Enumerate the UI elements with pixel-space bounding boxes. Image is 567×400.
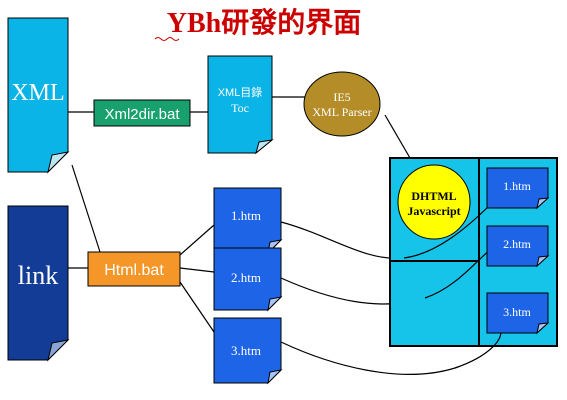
html-bat-label: Html.bat	[104, 262, 164, 279]
link-document-label: link	[18, 261, 58, 290]
xml-parser-ellipse: IE5 XML Parser	[303, 71, 381, 137]
parser-label-line1: IE5	[333, 90, 350, 104]
frame-htm-page-1-label: 1.htm	[503, 179, 531, 193]
htm-page-1-label: 1.htm	[231, 208, 261, 223]
line-htmlbat-to-page3	[179, 281, 215, 333]
htm-page-1: 1.htm	[213, 187, 283, 255]
htm-page-2: 2.htm	[213, 247, 283, 312]
toc-document: XML目錄 Toc	[207, 55, 274, 155]
parser-label-line2: XML Parser	[312, 105, 371, 119]
frame-htm-page-3-label: 3.htm	[503, 305, 531, 319]
html-bat-box: Html.bat	[87, 251, 181, 287]
link-document: link	[7, 205, 70, 362]
xml-document: XML	[7, 17, 70, 174]
htm-page-3-label: 3.htm	[231, 343, 261, 358]
line-htmlbat-to-page2	[179, 267, 215, 273]
frame-htm-page-2-label: 2.htm	[503, 237, 531, 251]
toc-label-line2: Toc	[231, 101, 249, 115]
title-underline	[154, 37, 180, 41]
dhtml-label-line1: DHTML	[411, 189, 456, 203]
toc-label-line1: XML目錄	[218, 85, 263, 99]
xml2dir-bat-label: Xml2dir.bat	[104, 106, 180, 123]
diagram-title: YBh研發的界面	[167, 6, 361, 39]
htm-page-3: 3.htm	[213, 317, 283, 385]
frame-htm-page-2: 2.htm	[486, 225, 550, 268]
line-parser-to-panel	[384, 114, 411, 159]
line-xml-to-htmlbat	[71, 164, 101, 253]
dhtml-label-line2: Javascript	[407, 204, 460, 218]
htm-page-2-label: 2.htm	[231, 270, 261, 285]
line-htmlbat-to-page1	[179, 224, 215, 256]
frame-htm-page-3: 3.htm	[486, 292, 550, 335]
xml-document-label: XML	[11, 80, 64, 106]
xml2dir-bat-box: Xml2dir.bat	[93, 99, 191, 127]
dhtml-javascript-circle: DHTML Javascript	[397, 164, 471, 240]
frame-htm-page-1: 1.htm	[486, 167, 550, 210]
